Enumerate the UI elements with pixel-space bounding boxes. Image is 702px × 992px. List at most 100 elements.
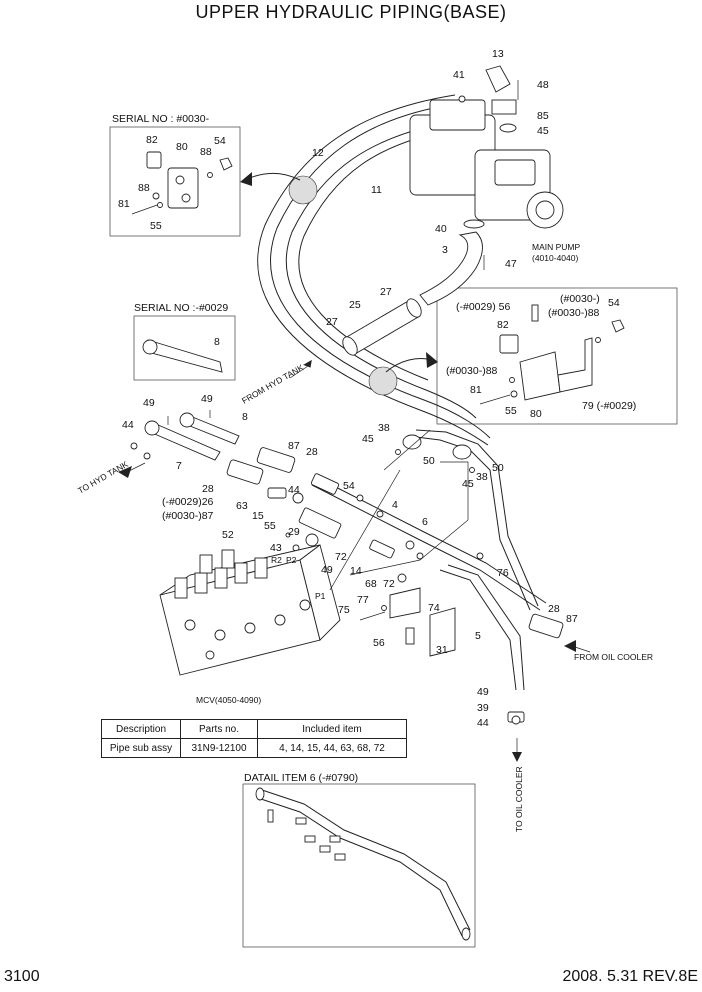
callout-81: 81 — [118, 198, 130, 210]
callout-88: (#0030-)88 — [446, 365, 498, 377]
nut-54-right — [611, 319, 625, 333]
table-row: Pipe sub assy 31N9-12100 4, 14, 15, 44, … — [101, 738, 407, 758]
callout-3: 3 — [442, 244, 448, 256]
callout-82: 82 — [497, 319, 509, 331]
clamp-74 — [389, 587, 421, 619]
pipe-zone-marker — [288, 175, 318, 205]
callout-44: 44 — [477, 717, 489, 729]
inset-serial-mid-label: SERIAL NO :-#0029 — [134, 302, 228, 314]
callout-5: 5 — [475, 630, 481, 642]
hose-end-28a — [226, 459, 264, 485]
port-p1: P1 — [315, 591, 326, 601]
collar-82-right — [499, 334, 519, 354]
from-hyd-tank-label: FROM HYD TANK — [240, 362, 306, 406]
callout-7: 7 — [176, 460, 182, 472]
pipe-6 — [311, 484, 541, 611]
callout-45: 45 — [462, 478, 474, 490]
inset-serial-top — [109, 126, 241, 237]
detail-pipe-6 — [255, 787, 471, 941]
hose-end-28b — [256, 447, 296, 473]
callout-55: 55 — [505, 405, 517, 417]
flange-38a — [402, 434, 422, 450]
pipe-12-inner — [270, 103, 491, 439]
callout-44: 44 — [122, 419, 134, 431]
callout-28: 28 — [306, 446, 318, 458]
callout-55: 55 — [150, 220, 162, 232]
main-pump-label: MAIN PUMP — [532, 242, 581, 252]
parts-table: Description Parts no. Included item Pipe… — [101, 719, 407, 758]
callout-6: 6 — [422, 516, 428, 528]
revision-date: 2008. 5.31 REV.8E — [562, 968, 698, 985]
inset-detail — [242, 783, 476, 948]
callout-4: 4 — [392, 499, 398, 511]
callout-38: 38 — [378, 422, 390, 434]
callout-80: 80 — [176, 141, 188, 153]
callout-87: 87 — [288, 440, 300, 452]
block-80 — [167, 167, 199, 209]
callout-56: 56 — [373, 637, 385, 649]
flange-85 — [491, 99, 517, 115]
bolt-56 — [405, 627, 415, 645]
inset-serial-mid — [133, 315, 236, 381]
callout-87: 87 — [566, 613, 578, 625]
block-15 — [298, 507, 342, 539]
callout-8: 8 — [214, 336, 220, 348]
callout-87: (#0030-)87 — [162, 510, 214, 522]
callout-45: 45 — [362, 433, 374, 445]
fitting-13 — [485, 65, 511, 93]
bolt-81 — [131, 203, 161, 215]
callout-48: 48 — [537, 79, 549, 91]
bracket-31 — [429, 607, 456, 657]
callout-27: 27 — [380, 286, 392, 298]
inset-right — [436, 287, 678, 425]
callout-27: 27 — [326, 316, 338, 328]
callout-41: 41 — [453, 69, 465, 81]
callout-52: 52 — [222, 529, 234, 541]
callout-47: 47 — [505, 258, 517, 270]
main-pump — [409, 99, 564, 229]
plug-29 — [305, 533, 319, 547]
suction-pipe-3 — [419, 231, 483, 306]
callout-15: 15 — [252, 510, 264, 522]
callout-26: (-#0029)26 — [162, 496, 214, 508]
callout-76: 76 — [497, 567, 509, 579]
callout-50: 50 — [423, 455, 435, 467]
page-number: 3100 — [4, 968, 40, 985]
bolt-56-right — [531, 304, 539, 322]
callout-79: 79 (-#0029) — [582, 400, 636, 412]
pipe-return — [407, 435, 531, 611]
fitting-63 — [267, 487, 287, 499]
callout-25: 25 — [349, 299, 361, 311]
port-r2: R2 — [271, 555, 282, 565]
callout-88: 88 — [200, 146, 212, 158]
callout-8: 8 — [242, 411, 248, 423]
callout-72: 72 — [335, 551, 347, 563]
nut-54 — [219, 157, 233, 171]
callout-68: 68 — [365, 578, 377, 590]
mcv-valve — [159, 544, 341, 676]
callout-54: 54 — [343, 480, 355, 492]
o-ring-44 — [292, 492, 304, 504]
callout-81: 81 — [470, 384, 482, 396]
callout-43: 43 — [270, 542, 282, 554]
o-ring — [458, 95, 466, 103]
callout-49: 49 — [201, 393, 213, 405]
inset-detail-label: DATAIL ITEM 6 (-#0790) — [244, 772, 358, 784]
callout-80: 80 — [530, 408, 542, 420]
hose-end-28c — [528, 613, 564, 639]
callout-72: 72 — [383, 578, 395, 590]
callout-55: 55 — [264, 520, 276, 532]
bolt-81-right — [479, 394, 511, 405]
callout-11: 11 — [371, 184, 382, 196]
callout-50: 50 — [492, 462, 504, 474]
callout-82: 82 — [146, 134, 158, 146]
to-hyd-tank-label: TO HYD TANK — [76, 459, 130, 496]
callout-13: 13 — [492, 48, 504, 60]
callout-88: (#0030-)88 — [548, 307, 600, 319]
callout-54-serial: (#0030-) — [560, 293, 600, 305]
callout-54: 54 — [608, 297, 620, 309]
block-80-right — [519, 351, 561, 401]
callout-14: 14 — [350, 565, 362, 577]
flange-38b — [452, 444, 472, 460]
pipe-12 — [257, 94, 489, 446]
